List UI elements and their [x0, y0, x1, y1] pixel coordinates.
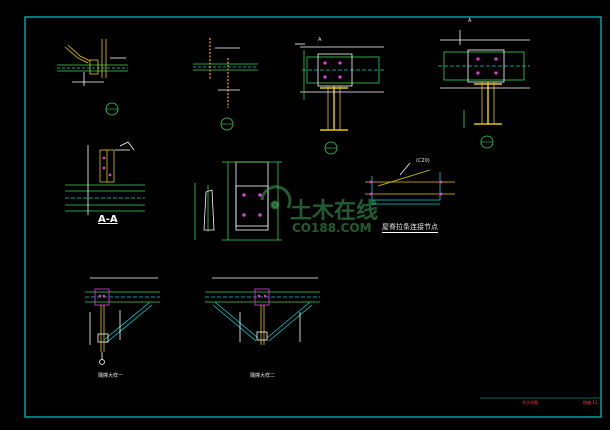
detail-4-bolts — [476, 57, 498, 75]
callout-a-top: A — [468, 18, 472, 24]
ridge-brace-bolts — [369, 180, 443, 196]
bracing-detail-1-bolts — [98, 294, 106, 298]
bracing-detail-2-bolts — [257, 294, 267, 298]
ridge-brace-node-title: 屋脊拉条连接节点 — [382, 223, 438, 233]
detail-3-beam-column — [295, 43, 384, 131]
purlin-tag: (C20) — [416, 158, 430, 164]
title-block-left: 节点详图 — [522, 400, 538, 405]
watermark-logo-icon — [260, 185, 292, 210]
detail-marker-1 — [105, 102, 119, 116]
bracing-detail-2-title: 隅撑大样二 — [250, 373, 276, 379]
bracing-detail-2-drawing — [205, 277, 320, 345]
watermark-cn: 土木在线 — [290, 199, 379, 224]
bracing-detail-1-title: 隅撑大样一 — [98, 373, 124, 379]
ridge-brace-node-drawing — [365, 162, 455, 205]
detail-marker-4 — [480, 135, 494, 149]
detail-1-purlin-support — [57, 39, 128, 86]
callout-a-detail3: A — [318, 37, 322, 43]
base-plate-bolts — [242, 193, 262, 217]
section-aa-bolts — [102, 156, 112, 177]
detail-marker-3 — [324, 141, 338, 155]
title-block-right: 结施-11 — [583, 400, 598, 405]
detail-4-beam-column — [438, 30, 530, 128]
sheet-border — [24, 16, 602, 418]
section-aa-drawing — [65, 141, 145, 215]
detail-marker-2 — [220, 117, 234, 131]
bracing-detail-1-drawing — [85, 277, 160, 365]
detail-2-purlin-bolted — [193, 38, 258, 108]
detail-3-bolts — [323, 61, 342, 79]
watermark-en: CO188.COM — [292, 221, 372, 235]
base-plate-detail — [194, 161, 282, 241]
section-aa-label: A-A — [98, 214, 118, 225]
